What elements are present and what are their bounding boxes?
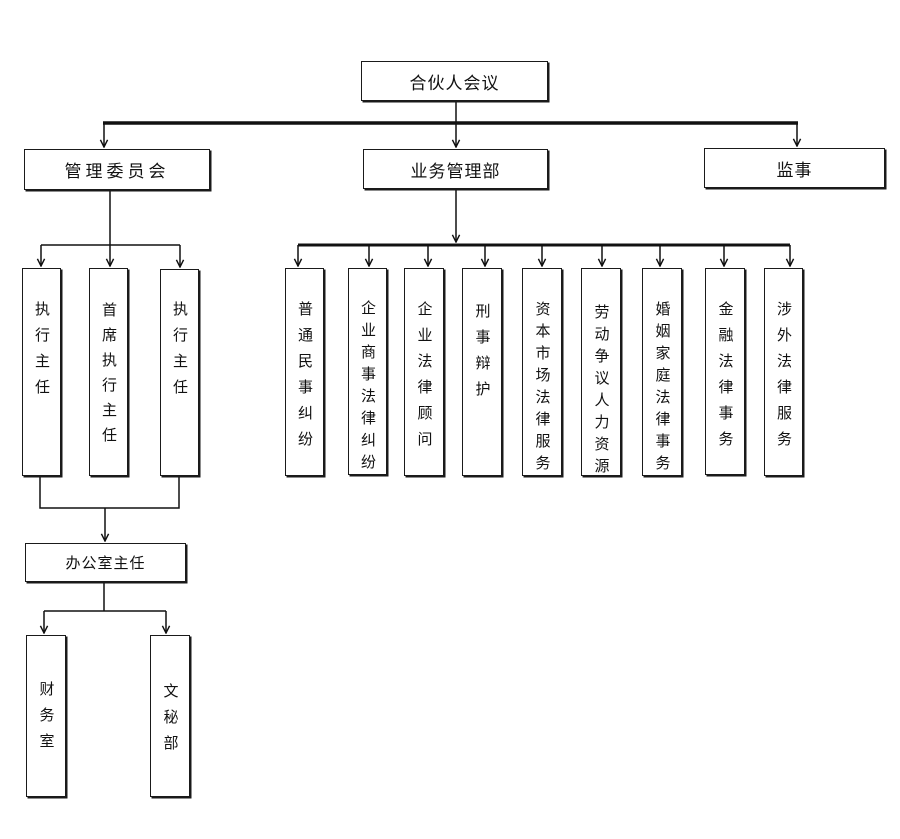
node-label: 合伙人会议: [409, 73, 500, 94]
node-label: 文秘部: [161, 683, 180, 761]
node-label: 财务室: [37, 681, 56, 759]
node-office-director: 办公室主任: [25, 543, 186, 582]
node-supervisor: 监事: [704, 148, 885, 188]
node-label: 劳动争议人力资源: [592, 304, 611, 480]
node-executive-director-right: 执行主任: [160, 269, 199, 476]
node-label: 涉外法律服务: [775, 301, 793, 457]
node-label: 监事: [776, 160, 813, 181]
node-management-committee: 管理委员会: [24, 149, 210, 190]
node-label: 企业法律顾问: [415, 301, 434, 457]
node-secretariat: 文秘部: [150, 635, 190, 797]
node-label: 办公室主任: [65, 554, 146, 572]
node-label: 企业商事法律纠纷: [359, 300, 377, 476]
node-executive-director-left: 执行主任: [22, 268, 61, 476]
node-labor-disputes-hr: 劳动争议人力资源: [581, 268, 621, 480]
node-label: 婚姻家庭法律事务: [653, 301, 672, 477]
node-label: 业务管理部: [410, 161, 501, 182]
node-capital-markets-services: 资本市场法律服务: [522, 268, 562, 477]
node-business-department: 业务管理部: [363, 149, 548, 189]
node-civil-disputes: 普通民事纠纷: [285, 268, 324, 476]
node-partners-meeting: 合伙人会议: [361, 61, 548, 101]
node-corporate-commercial-disputes: 企业商事法律纠纷: [348, 268, 387, 476]
node-financial-legal-affairs: 金融法律事务: [705, 268, 745, 475]
node-foreign-related-legal-services: 涉外法律服务: [764, 268, 803, 476]
node-label: 金融法律事务: [716, 301, 735, 457]
node-label: 管理委员会: [64, 162, 170, 182]
node-marriage-family-affairs: 婚姻家庭法律事务: [642, 268, 682, 477]
node-label: 普通民事纠纷: [296, 301, 314, 457]
node-label: 执行主任: [171, 301, 189, 405]
node-criminal-defense: 刑事辩护: [462, 268, 502, 476]
node-label: 资本市场法律服务: [533, 301, 552, 477]
node-finance-office: 财务室: [26, 635, 66, 797]
connector-exec-join: [39, 476, 180, 509]
node-label: 刑事辩护: [473, 303, 492, 407]
node-chief-executive-director: 首席执行主任: [89, 268, 128, 476]
node-label: 首席执行主任: [100, 302, 118, 452]
node-label: 执行主任: [33, 301, 51, 405]
node-corporate-legal-counsel: 企业法律顾问: [404, 268, 444, 476]
